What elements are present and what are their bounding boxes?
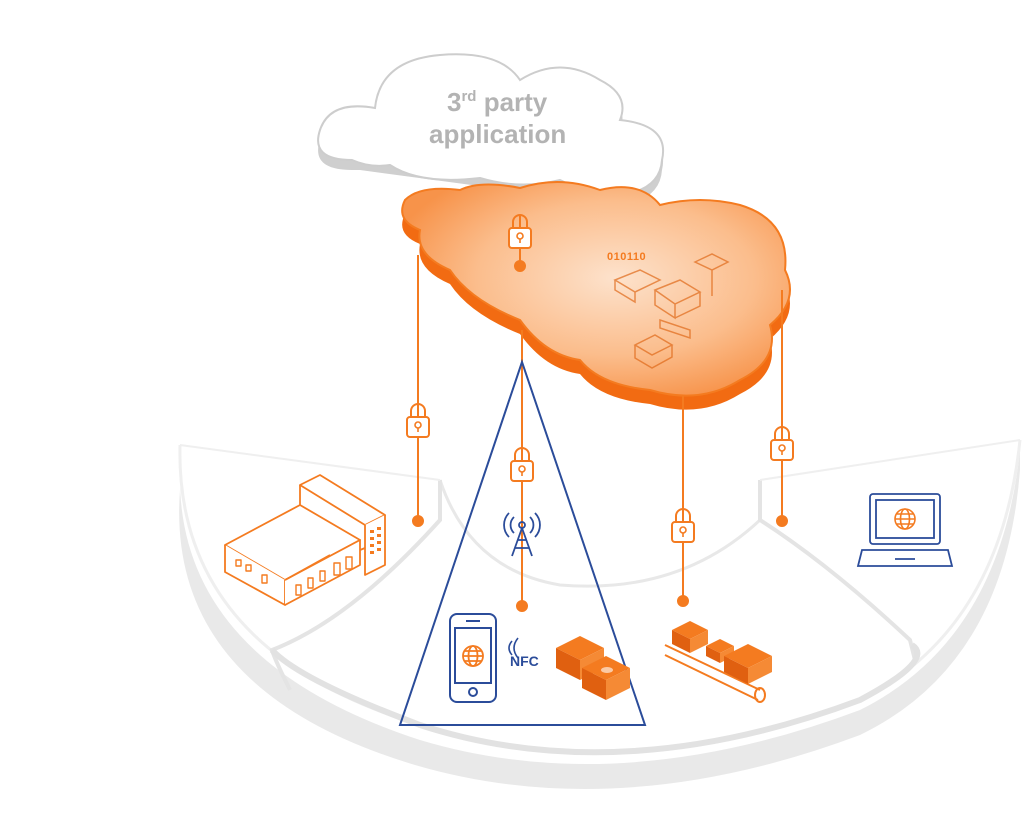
pipeline-icon bbox=[664, 621, 772, 703]
factory-icon bbox=[224, 474, 386, 606]
cloud-label-line1-main: 3 bbox=[447, 87, 461, 117]
cloud-device-icons bbox=[613, 253, 730, 369]
platform-ring bbox=[178, 439, 1022, 789]
coverage-triangle bbox=[398, 358, 647, 726]
svg-text:3rd party: 3rd party bbox=[447, 87, 548, 117]
globe-icon bbox=[462, 645, 484, 667]
globe-icon bbox=[894, 508, 916, 530]
lock-icon bbox=[508, 214, 532, 249]
smartphone-icon bbox=[449, 613, 497, 703]
lock-icon bbox=[671, 508, 695, 543]
nfc-label: NFC bbox=[510, 653, 539, 669]
laptop-icon bbox=[856, 493, 954, 567]
cell-tower-icon bbox=[503, 512, 541, 557]
nfc-icon: NFC bbox=[508, 637, 539, 669]
lock-icon bbox=[510, 447, 534, 482]
third-party-cloud: 3rd party application bbox=[317, 53, 665, 206]
iot-device-icon bbox=[556, 636, 630, 700]
cloud-label-sup: rd bbox=[461, 88, 476, 105]
binary-text: 010110 bbox=[607, 251, 646, 263]
cloud-label-line1-rest: party bbox=[476, 87, 547, 117]
cloud-label-line2: application bbox=[429, 119, 566, 149]
lock-icon bbox=[770, 426, 794, 461]
lock-icon bbox=[406, 403, 430, 438]
platform-cloud: 010110 bbox=[401, 181, 791, 410]
